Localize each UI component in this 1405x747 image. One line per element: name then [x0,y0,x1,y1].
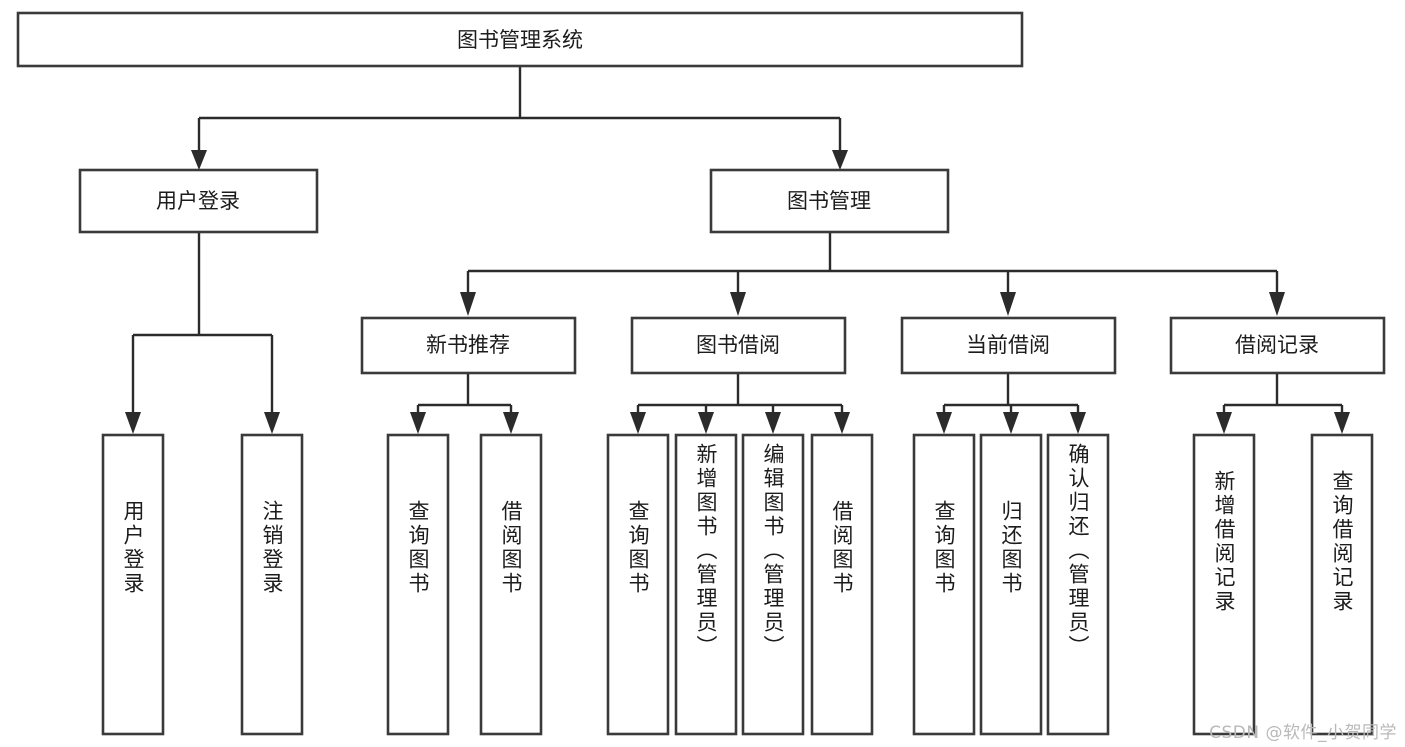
node-root-box[interactable] [16,11,1024,68]
arrow-to-borrow-record-icon [1269,292,1285,316]
arrow-to-book-management-icon [832,150,848,170]
arrow-to-current-borrow-icon [1000,292,1016,316]
node-leaf-logout-box[interactable] [240,433,304,736]
node-leaf-user-login-box[interactable] [101,433,165,736]
node-root-label: 图书管理系统 [457,28,583,52]
node-borrow-record-box[interactable] [1169,316,1386,375]
node-leaf-query-book-2-box[interactable] [606,433,670,736]
arrow-to-book-borrow-icon [730,292,746,316]
arrow-to-new-book-recommend-icon [460,292,476,316]
node-leaf-query-record-box[interactable] [1310,433,1374,736]
arrow-leaf-query-book-3-icon [936,412,952,434]
arrow-leaf-borrow-book-2-icon [834,412,850,434]
node-leaf-borrow-book-1-box[interactable] [479,433,543,736]
node-new-book-recommend-label: 新书推荐 [426,333,510,357]
node-user-login-label: 用户登录 [156,189,240,213]
arrow-leaf-confirm-return-icon [1070,412,1086,434]
node-borrow-record-label: 借阅记录 [1235,333,1319,357]
node-leaf-query-book-1-box[interactable] [386,433,450,736]
node-leaf-edit-book-box[interactable] [741,433,805,736]
node-book-borrow-label: 图书借阅 [696,333,780,357]
node-new-book-recommend-box[interactable] [360,316,577,375]
node-leaf-borrow-book-2-box[interactable] [810,433,874,736]
node-current-borrow-label: 当前借阅 [966,333,1050,357]
nodes-layer: 图书管理系统 用户登录 图书管理 新书推荐 图书借阅 当前借阅 借阅记录 [16,11,1386,736]
node-leaf-confirm-return-box[interactable] [1046,433,1110,736]
arrow-leaf-logout-icon [264,412,280,434]
arrow-leaf-query-book-1-icon [410,412,426,434]
node-current-borrow-box[interactable] [900,316,1117,375]
arrow-leaf-query-book-2-icon [630,412,646,434]
node-leaf-add-book-box[interactable] [674,433,738,736]
arrow-leaf-query-record-icon [1334,412,1350,434]
arrow-leaf-add-book-icon [698,412,714,434]
node-leaf-query-book-3-box[interactable] [912,433,976,736]
node-book-borrow-box[interactable] [630,316,847,375]
node-user-login-box[interactable] [78,168,319,234]
arrow-leaf-user-login-icon [125,412,141,434]
arrow-leaf-borrow-book-1-icon [503,412,519,434]
arrow-leaf-return-book-icon [1003,412,1019,434]
arrow-to-user-login-icon [191,150,207,170]
arrow-leaf-edit-book-icon [765,412,781,434]
arrow-leaf-add-record-icon [1216,412,1232,434]
connectors-layer [125,66,1350,434]
node-book-management-box[interactable] [709,168,950,234]
node-book-management-label: 图书管理 [787,189,871,213]
node-leaf-add-record-box[interactable] [1192,433,1256,736]
node-leaf-return-book-box[interactable] [979,433,1043,736]
watermark-text: CSDN @软件_小贺同学 [1209,723,1397,743]
